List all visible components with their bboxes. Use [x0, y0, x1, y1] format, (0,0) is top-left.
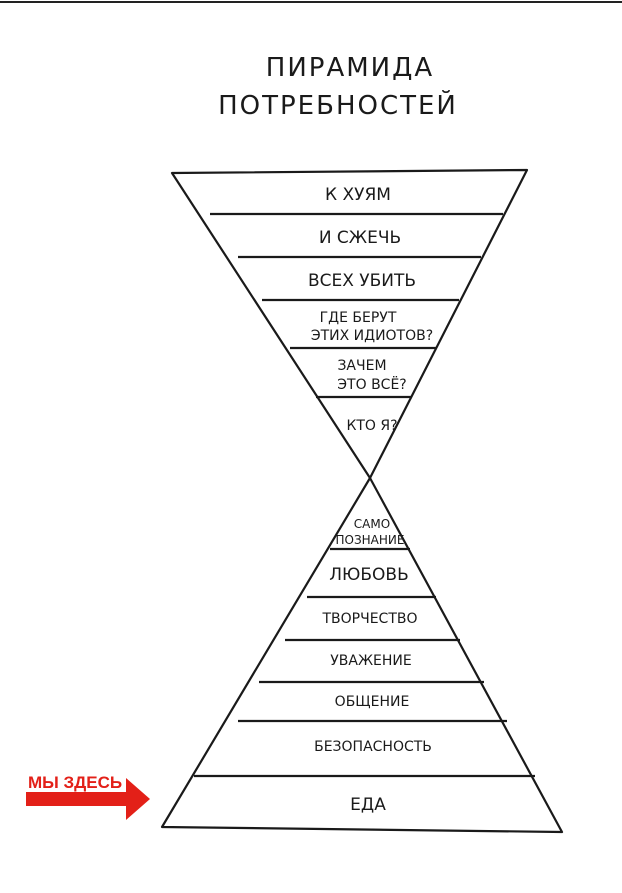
level-label: ОБЩЕНИЕ — [335, 694, 410, 710]
level-label: ЛЮБОВЬ — [329, 565, 409, 585]
level-label: ГДЕ БЕРУТ — [320, 310, 397, 326]
title-line-1: ПИРАМИДА — [266, 53, 434, 83]
level-label: ЭТО ВСЁ? — [337, 375, 406, 393]
level-label: ВСЕХ УБИТЬ — [308, 271, 416, 291]
inverted-pyramid-outline — [170, 168, 529, 480]
we-are-here-marker: МЫ ЗДЕСЬ — [26, 773, 150, 820]
inverted-labels: К ХУЯМ И СЖЕЧЬ ВСЕХ УБИТЬ ГДЕ БЕРУТ ЭТИХ… — [308, 185, 433, 434]
level-label: ЗАЧЕМ — [337, 358, 386, 374]
level-label: УВАЖЕНИЕ — [330, 653, 411, 669]
we-are-here-label: МЫ ЗДЕСЬ — [28, 773, 122, 792]
level-label: И СЖЕЧЬ — [319, 228, 401, 248]
upright-labels: САМО ПОЗНАНИЕ ЛЮБОВЬ ТВОРЧЕСТВО УВАЖЕНИЕ… — [314, 517, 432, 815]
level-label: К ХУЯМ — [325, 185, 391, 205]
upright-pyramid — [160, 476, 564, 834]
level-label: БЕЗОПАСНОСТЬ — [314, 739, 432, 755]
level-label: ЕДА — [350, 795, 386, 815]
title-line-2: ПОТРЕБНОСТЕЙ — [218, 89, 458, 121]
level-label: ЭТИХ ИДИОТОВ? — [311, 328, 433, 344]
level-label: ПОЗНАНИЕ — [336, 533, 405, 547]
inverted-pyramid — [170, 168, 529, 480]
red-arrow-icon — [26, 778, 150, 820]
level-label: САМО — [354, 517, 390, 531]
level-label: КТО Я? — [346, 418, 397, 434]
level-label: ТВОРЧЕСТВО — [321, 611, 417, 627]
upright-pyramid-outline — [160, 476, 564, 834]
